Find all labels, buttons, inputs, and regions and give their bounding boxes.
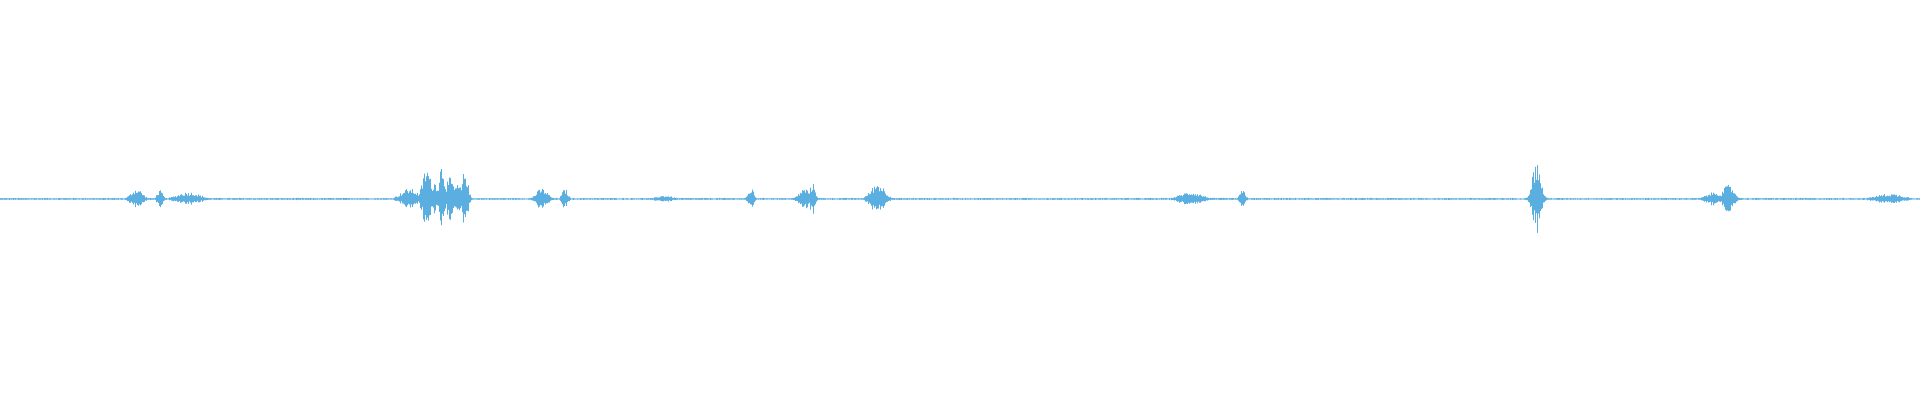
waveform-path — [0, 165, 1920, 233]
waveform-samples — [0, 165, 1920, 233]
